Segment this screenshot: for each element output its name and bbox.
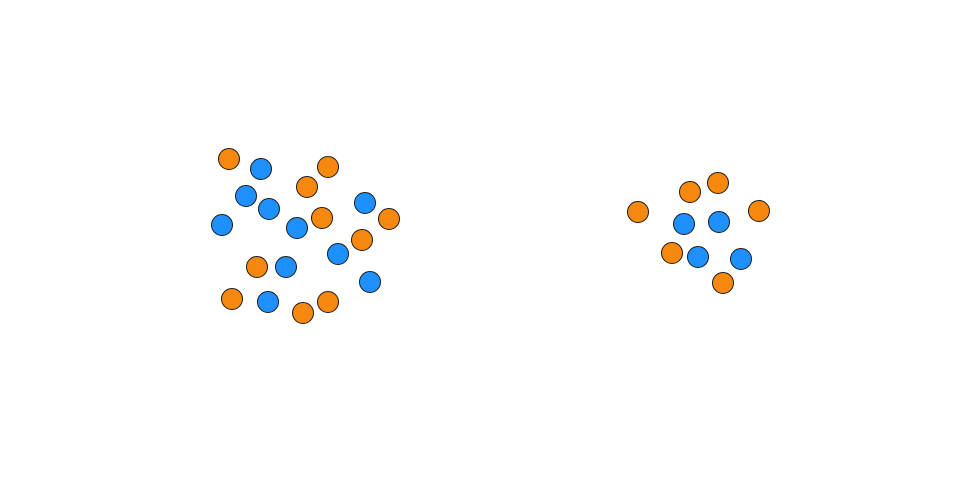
blue-dot: [327, 243, 349, 265]
orange-dot: [661, 242, 683, 264]
blue-dot: [359, 271, 381, 293]
blue-dot: [687, 246, 709, 268]
blue-dot: [211, 214, 233, 236]
blue-dot: [730, 248, 752, 270]
orange-dot: [221, 288, 243, 310]
orange-dot: [627, 201, 649, 223]
orange-dot: [218, 148, 240, 170]
right-dot-group: [627, 172, 770, 294]
orange-dot: [378, 208, 400, 230]
blue-dot: [673, 213, 695, 235]
blue-dot: [354, 192, 376, 214]
blue-dot: [235, 185, 257, 207]
orange-dot: [296, 176, 318, 198]
orange-dot: [311, 207, 333, 229]
orange-dot: [292, 302, 314, 324]
blue-dot: [708, 211, 730, 233]
orange-dot: [707, 172, 729, 194]
orange-dot: [679, 181, 701, 203]
orange-dot: [712, 272, 734, 294]
orange-dot: [748, 200, 770, 222]
orange-dot: [246, 256, 268, 278]
orange-dot: [317, 291, 339, 313]
blue-dot: [250, 158, 272, 180]
left-dot-group: [211, 148, 400, 324]
orange-dot: [317, 156, 339, 178]
blue-dot: [258, 198, 280, 220]
blue-dot: [257, 291, 279, 313]
blue-dot: [286, 217, 308, 239]
orange-dot: [351, 229, 373, 251]
blue-dot: [275, 256, 297, 278]
